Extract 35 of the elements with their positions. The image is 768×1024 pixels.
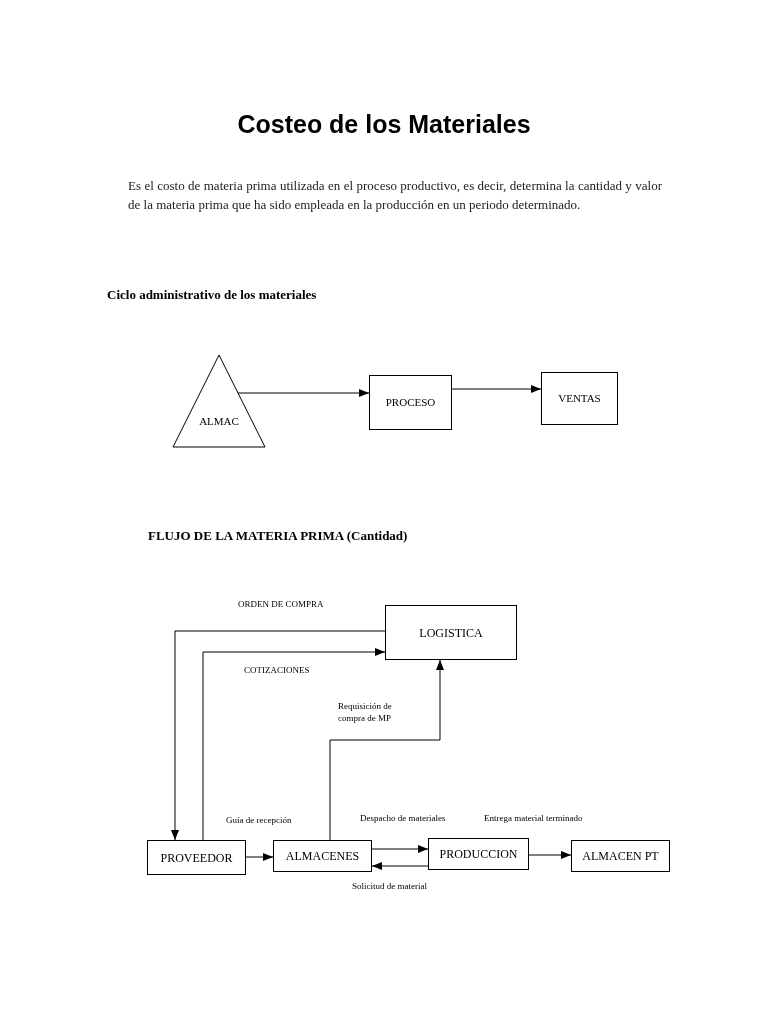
process-box (571, 840, 670, 872)
edge-label: ORDEN DE COMPRA (238, 598, 324, 610)
arrow (202, 648, 386, 841)
arrow (451, 385, 542, 393)
paragraph: Es el costo de materia prima utilizada en el proceso productivo, es decir, determina la cantidad y valor de la materia prima que ha sido empleada en la producción en un periodo determinado. (128, 177, 662, 214)
node-label: ALMACENES (285, 848, 360, 865)
process-box (369, 375, 452, 430)
arrow (371, 862, 429, 870)
arrow (371, 845, 429, 853)
node-label: LOGISTICA (419, 624, 483, 642)
edge-label: Despacho de materiales (360, 812, 446, 824)
process-box (541, 372, 618, 425)
node-label: VENTAS (558, 391, 601, 407)
process-box (428, 838, 529, 870)
arrow (528, 851, 572, 859)
triangle-shape (172, 354, 266, 448)
arrow (245, 853, 274, 861)
edge-label: Guía de recepción (226, 814, 292, 826)
arrow (329, 659, 444, 841)
edge-label: COTIZACIONES (244, 664, 310, 676)
section-heading: Ciclo administrativo de los materiales (107, 286, 317, 304)
node-label: ALMAC (199, 413, 239, 429)
node-label: PROVEEDOR (160, 849, 233, 867)
node-label: PROCESO (385, 395, 436, 411)
process-box (147, 840, 246, 875)
arrow (171, 630, 386, 841)
edge-label: Entrega material terminado (484, 812, 583, 824)
node-label: PRODUCCION (439, 846, 518, 863)
process-box (385, 605, 517, 660)
arrow (237, 389, 370, 397)
section-heading: FLUJO DE LA MATERIA PRIMA (Cantidad) (148, 527, 408, 545)
node-label: ALMACEN PT (582, 848, 659, 865)
process-box (273, 840, 372, 872)
title: Costeo de los Materiales (236, 109, 532, 140)
edge-label: Solicitud de material (352, 880, 427, 892)
